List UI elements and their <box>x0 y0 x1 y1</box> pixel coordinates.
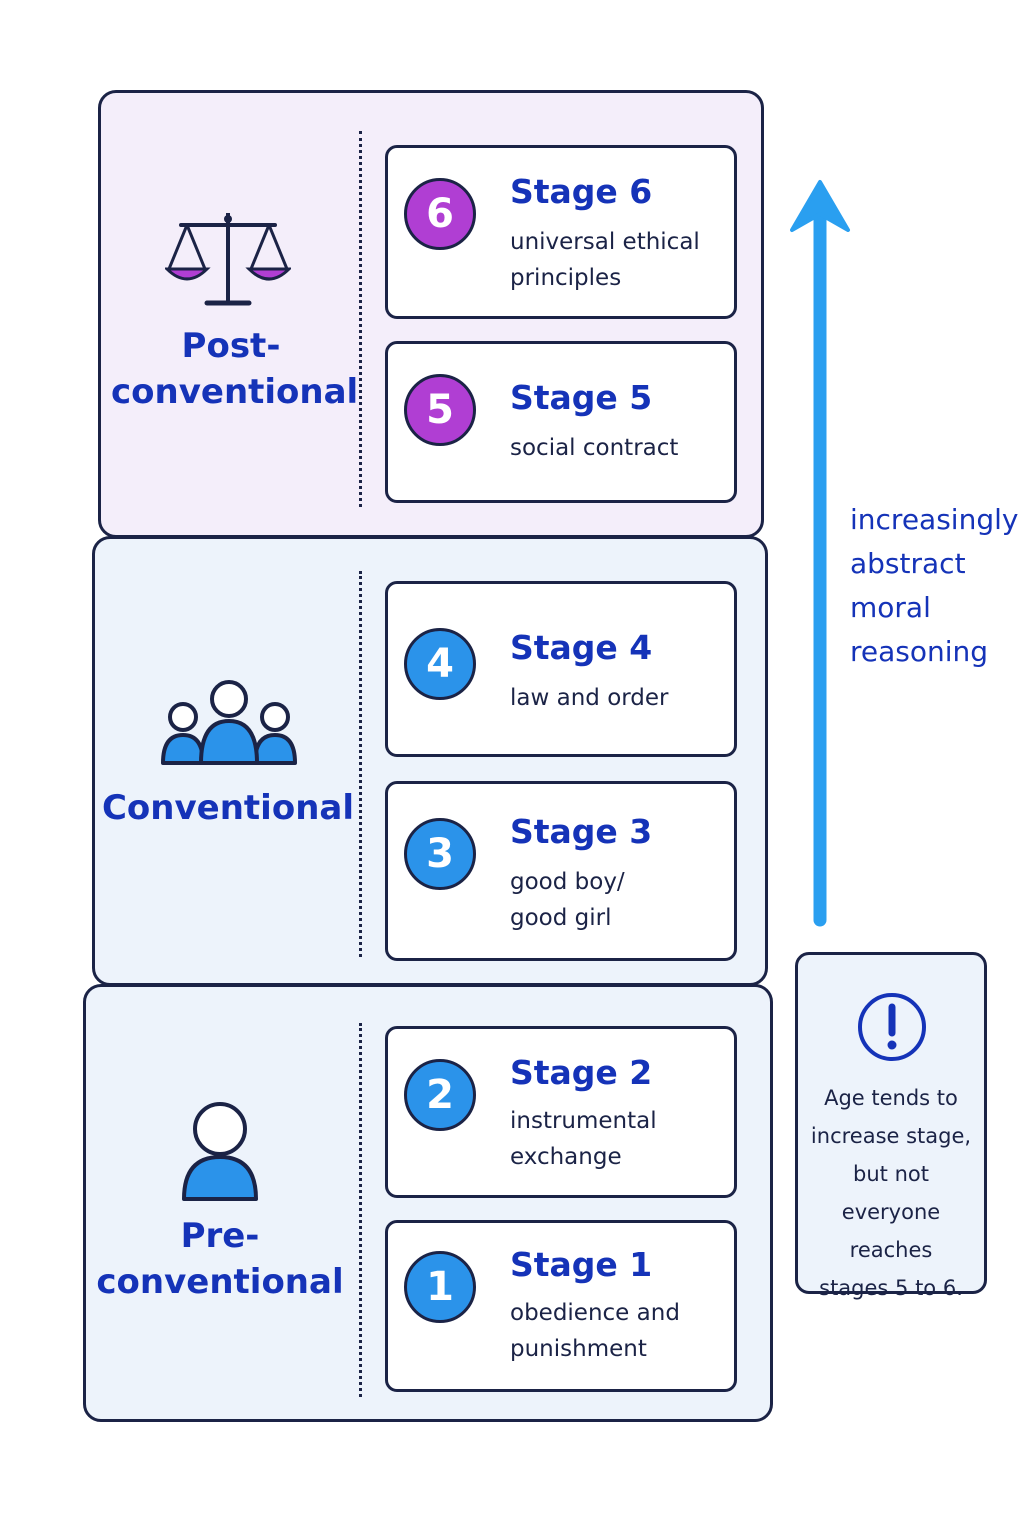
stage-badge-4: 4 <box>404 628 476 700</box>
stage-title-6: Stage 6 <box>510 172 653 211</box>
stage-title-1: Stage 1 <box>510 1245 653 1284</box>
level-label-conventional: Conventional <box>101 788 354 828</box>
level-divider <box>359 131 362 507</box>
stage-badge-2: 2 <box>404 1059 476 1131</box>
stage-title-3: Stage 3 <box>510 812 653 851</box>
stage-title-5: Stage 5 <box>510 378 653 417</box>
stage-desc-1: obedience and punishment <box>510 1300 680 1362</box>
stage-desc-3: good boy/ good girl <box>510 869 625 931</box>
stage-desc-6: universal ethical principles <box>510 229 700 291</box>
stage-desc-4: law and order <box>510 685 669 711</box>
stage-card-5: 5 Stage 5 social contract <box>385 341 737 503</box>
stage-badge-1: 1 <box>404 1251 476 1323</box>
stage-card-2: 2 Stage 2 instrumental exchange <box>385 1026 737 1198</box>
level-label-post-conventional: Post- conventional <box>111 326 359 412</box>
level-label-pre-conventional: Pre- conventional <box>96 1216 344 1302</box>
stage-card-4: 4 Stage 4 law and order <box>385 581 737 757</box>
stage-title-4: Stage 4 <box>510 628 653 667</box>
stage-badge-5: 5 <box>404 374 476 446</box>
group-icon <box>161 677 297 771</box>
level-divider <box>359 1023 362 1397</box>
up-arrow-icon <box>790 176 854 936</box>
stage-desc-5: social contract <box>510 435 679 461</box>
stage-title-2: Stage 2 <box>510 1053 653 1092</box>
level-conventional: Conventional 4 Stage 4 law and order 3 S… <box>92 536 768 986</box>
level-divider <box>359 571 362 957</box>
level-pre-conventional: Pre- conventional 2 Stage 2 instrumental… <box>83 984 773 1422</box>
age-note: Age tends to increase stage, but not eve… <box>795 952 987 1300</box>
exclamation-icon <box>856 991 928 1067</box>
stage-desc-2: instrumental exchange <box>510 1108 657 1170</box>
arrow-label: increasingly abstract moral reasoning <box>850 503 1019 668</box>
person-icon <box>180 1101 260 1207</box>
scales-icon <box>163 211 293 311</box>
stage-card-1: 1 Stage 1 obedience and punishment <box>385 1220 737 1392</box>
stage-badge-3: 3 <box>404 818 476 890</box>
level-post-conventional: Post- conventional 6 Stage 6 universal e… <box>98 90 764 538</box>
stage-card-6: 6 Stage 6 universal ethical principles <box>385 145 737 319</box>
stage-card-3: 3 Stage 3 good boy/ good girl <box>385 781 737 961</box>
stage-badge-6: 6 <box>404 178 476 250</box>
age-note-text: Age tends to increase stage, but not eve… <box>810 1086 972 1300</box>
